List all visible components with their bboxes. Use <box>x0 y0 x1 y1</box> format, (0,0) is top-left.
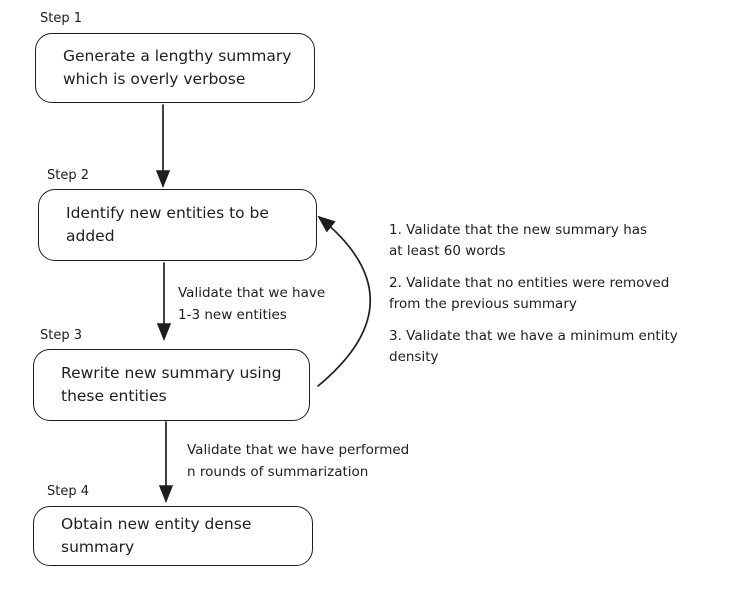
step-3-text: Rewrite new summary using these entities <box>61 364 282 405</box>
step-3-box: Rewrite new summary using these entities <box>33 349 310 421</box>
step-2-text: Identify new entities to be added <box>66 204 269 245</box>
edge-label-n-rounds: Validate that we have performed n rounds… <box>187 442 410 480</box>
step-3-label: Step 3 <box>40 328 83 343</box>
step-1-label: Step 1 <box>40 11 83 26</box>
step-2-label: Step 2 <box>47 168 90 183</box>
step-1-text: Generate a lengthy summary which is over… <box>63 47 292 88</box>
arrow-loop-step3-to-step2 <box>317 217 372 387</box>
step-4-label: Step 4 <box>47 484 90 499</box>
step-4-text: Obtain new entity dense summary <box>61 515 252 556</box>
validation-item-3: 3. Validate that we have a minimum entit… <box>389 328 678 365</box>
validation-item-1: 1. Validate that the new summary has at … <box>389 222 648 259</box>
step-4-box: Obtain new entity dense summary <box>33 506 313 566</box>
edge-label-new-entities: Validate that we have 1-3 new entities <box>178 285 326 323</box>
step-2-box: Identify new entities to be added <box>38 189 317 261</box>
validation-item-2: 2. Validate that no entities were remove… <box>389 275 670 312</box>
step-1-box: Generate a lengthy summary which is over… <box>35 33 315 103</box>
validation-list: 1. Validate that the new summary has at … <box>389 220 699 379</box>
